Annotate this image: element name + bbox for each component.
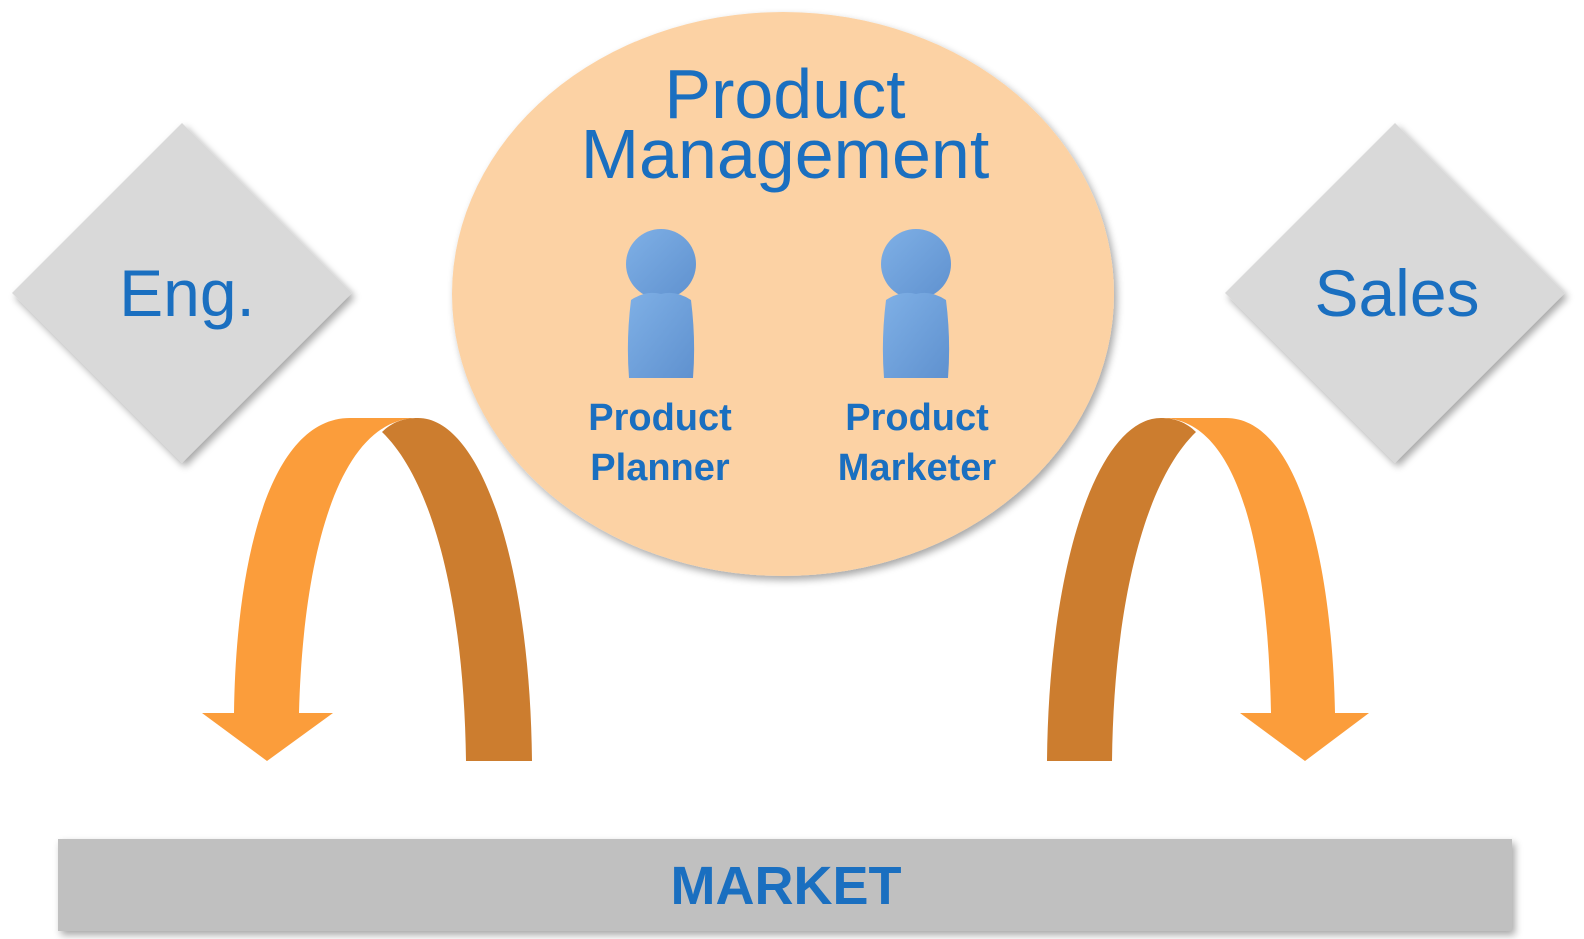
curved-arrow-icon <box>1047 418 1369 761</box>
eng-node: Eng. <box>12 123 352 463</box>
product-planner-label-line2: Planner <box>590 447 730 489</box>
product-management-group: Product Management Product Planner Produ… <box>452 12 1114 576</box>
market-bar-shape <box>58 839 1512 931</box>
sales-diamond-shape <box>1225 123 1565 463</box>
right-arrow-back <box>1047 418 1196 761</box>
product-marketer-label-line1: Product <box>845 397 989 439</box>
product-management-title-line1: Product <box>664 55 905 133</box>
product-management-ellipse <box>452 12 1114 576</box>
person-icon <box>626 229 696 378</box>
eng-label: Eng. <box>119 256 255 330</box>
right-arrow-head <box>1240 713 1369 761</box>
left-arrow-front <box>234 418 418 713</box>
person-icon <box>881 229 951 378</box>
right-arrow-front <box>1161 418 1335 713</box>
market-label: MARKET <box>671 856 902 916</box>
market-bar: MARKET <box>58 839 1512 931</box>
product-marketer-label-line2: Marketer <box>838 447 997 489</box>
left-arrow-back <box>382 418 532 761</box>
sales-node: Sales <box>1225 123 1565 463</box>
product-management-title-line2: Management <box>581 115 990 193</box>
sales-label: Sales <box>1314 256 1479 330</box>
product-planner-label-line1: Product <box>588 397 732 439</box>
eng-diamond-shape <box>12 123 352 463</box>
left-arrow-head <box>202 713 333 761</box>
curved-arrow-icon <box>202 418 532 761</box>
